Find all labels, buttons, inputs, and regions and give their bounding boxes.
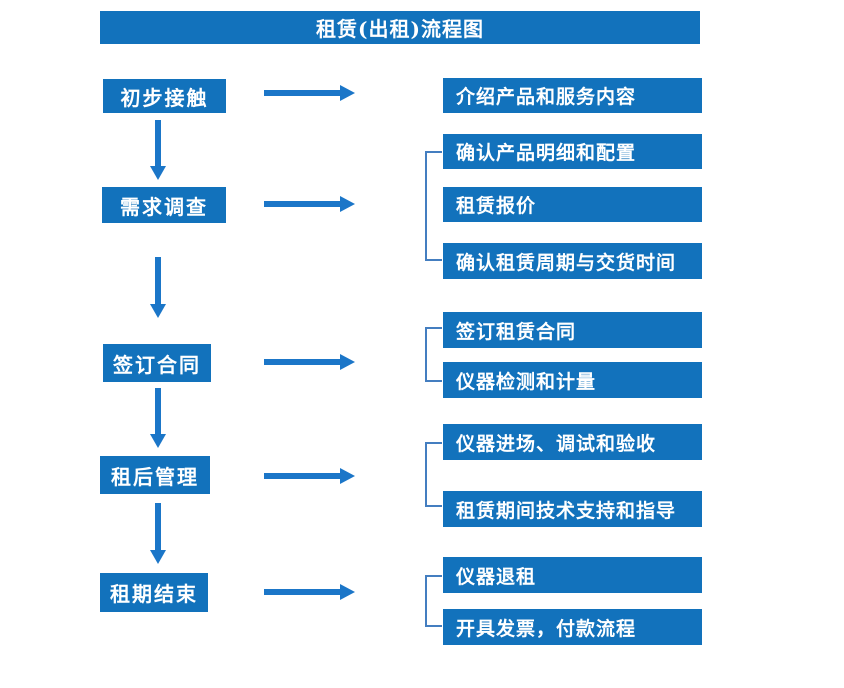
detail-rental-tech-support: 租赁期间技术支持和指导 <box>443 491 702 527</box>
detail-sign-rental-contract: 签订租赁合同 <box>443 312 702 348</box>
stage-demand-survey: 需求调查 <box>102 187 226 223</box>
stage-sign-contract: 签订合同 <box>103 344 211 382</box>
bracket-sign-contract-group <box>425 327 442 382</box>
detail-instrument-return: 仪器退租 <box>443 557 702 593</box>
stage-post-rental-management: 租后管理 <box>100 456 210 494</box>
stage-initial-contact: 初步接触 <box>103 79 226 113</box>
detail-rental-quote: 租赁报价 <box>443 187 702 222</box>
bracket-post-rental-group <box>425 442 442 507</box>
detail-instrument-setup-acceptance: 仪器进场、调试和验收 <box>443 424 702 460</box>
detail-instrument-inspection: 仪器检测和计量 <box>443 362 702 398</box>
detail-confirm-rental-period: 确认租赁周期与交货时间 <box>443 243 702 279</box>
bracket-rental-end-group <box>425 575 442 627</box>
detail-introduce-products: 介绍产品和服务内容 <box>443 78 702 113</box>
stage-rental-end: 租期结束 <box>100 573 208 612</box>
bracket-demand-survey-group <box>425 151 442 261</box>
detail-confirm-product-details: 确认产品明细和配置 <box>443 134 702 169</box>
flowchart-title: 租赁(出租)流程图 <box>100 11 700 44</box>
detail-invoice-payment: 开具发票，付款流程 <box>443 609 702 645</box>
